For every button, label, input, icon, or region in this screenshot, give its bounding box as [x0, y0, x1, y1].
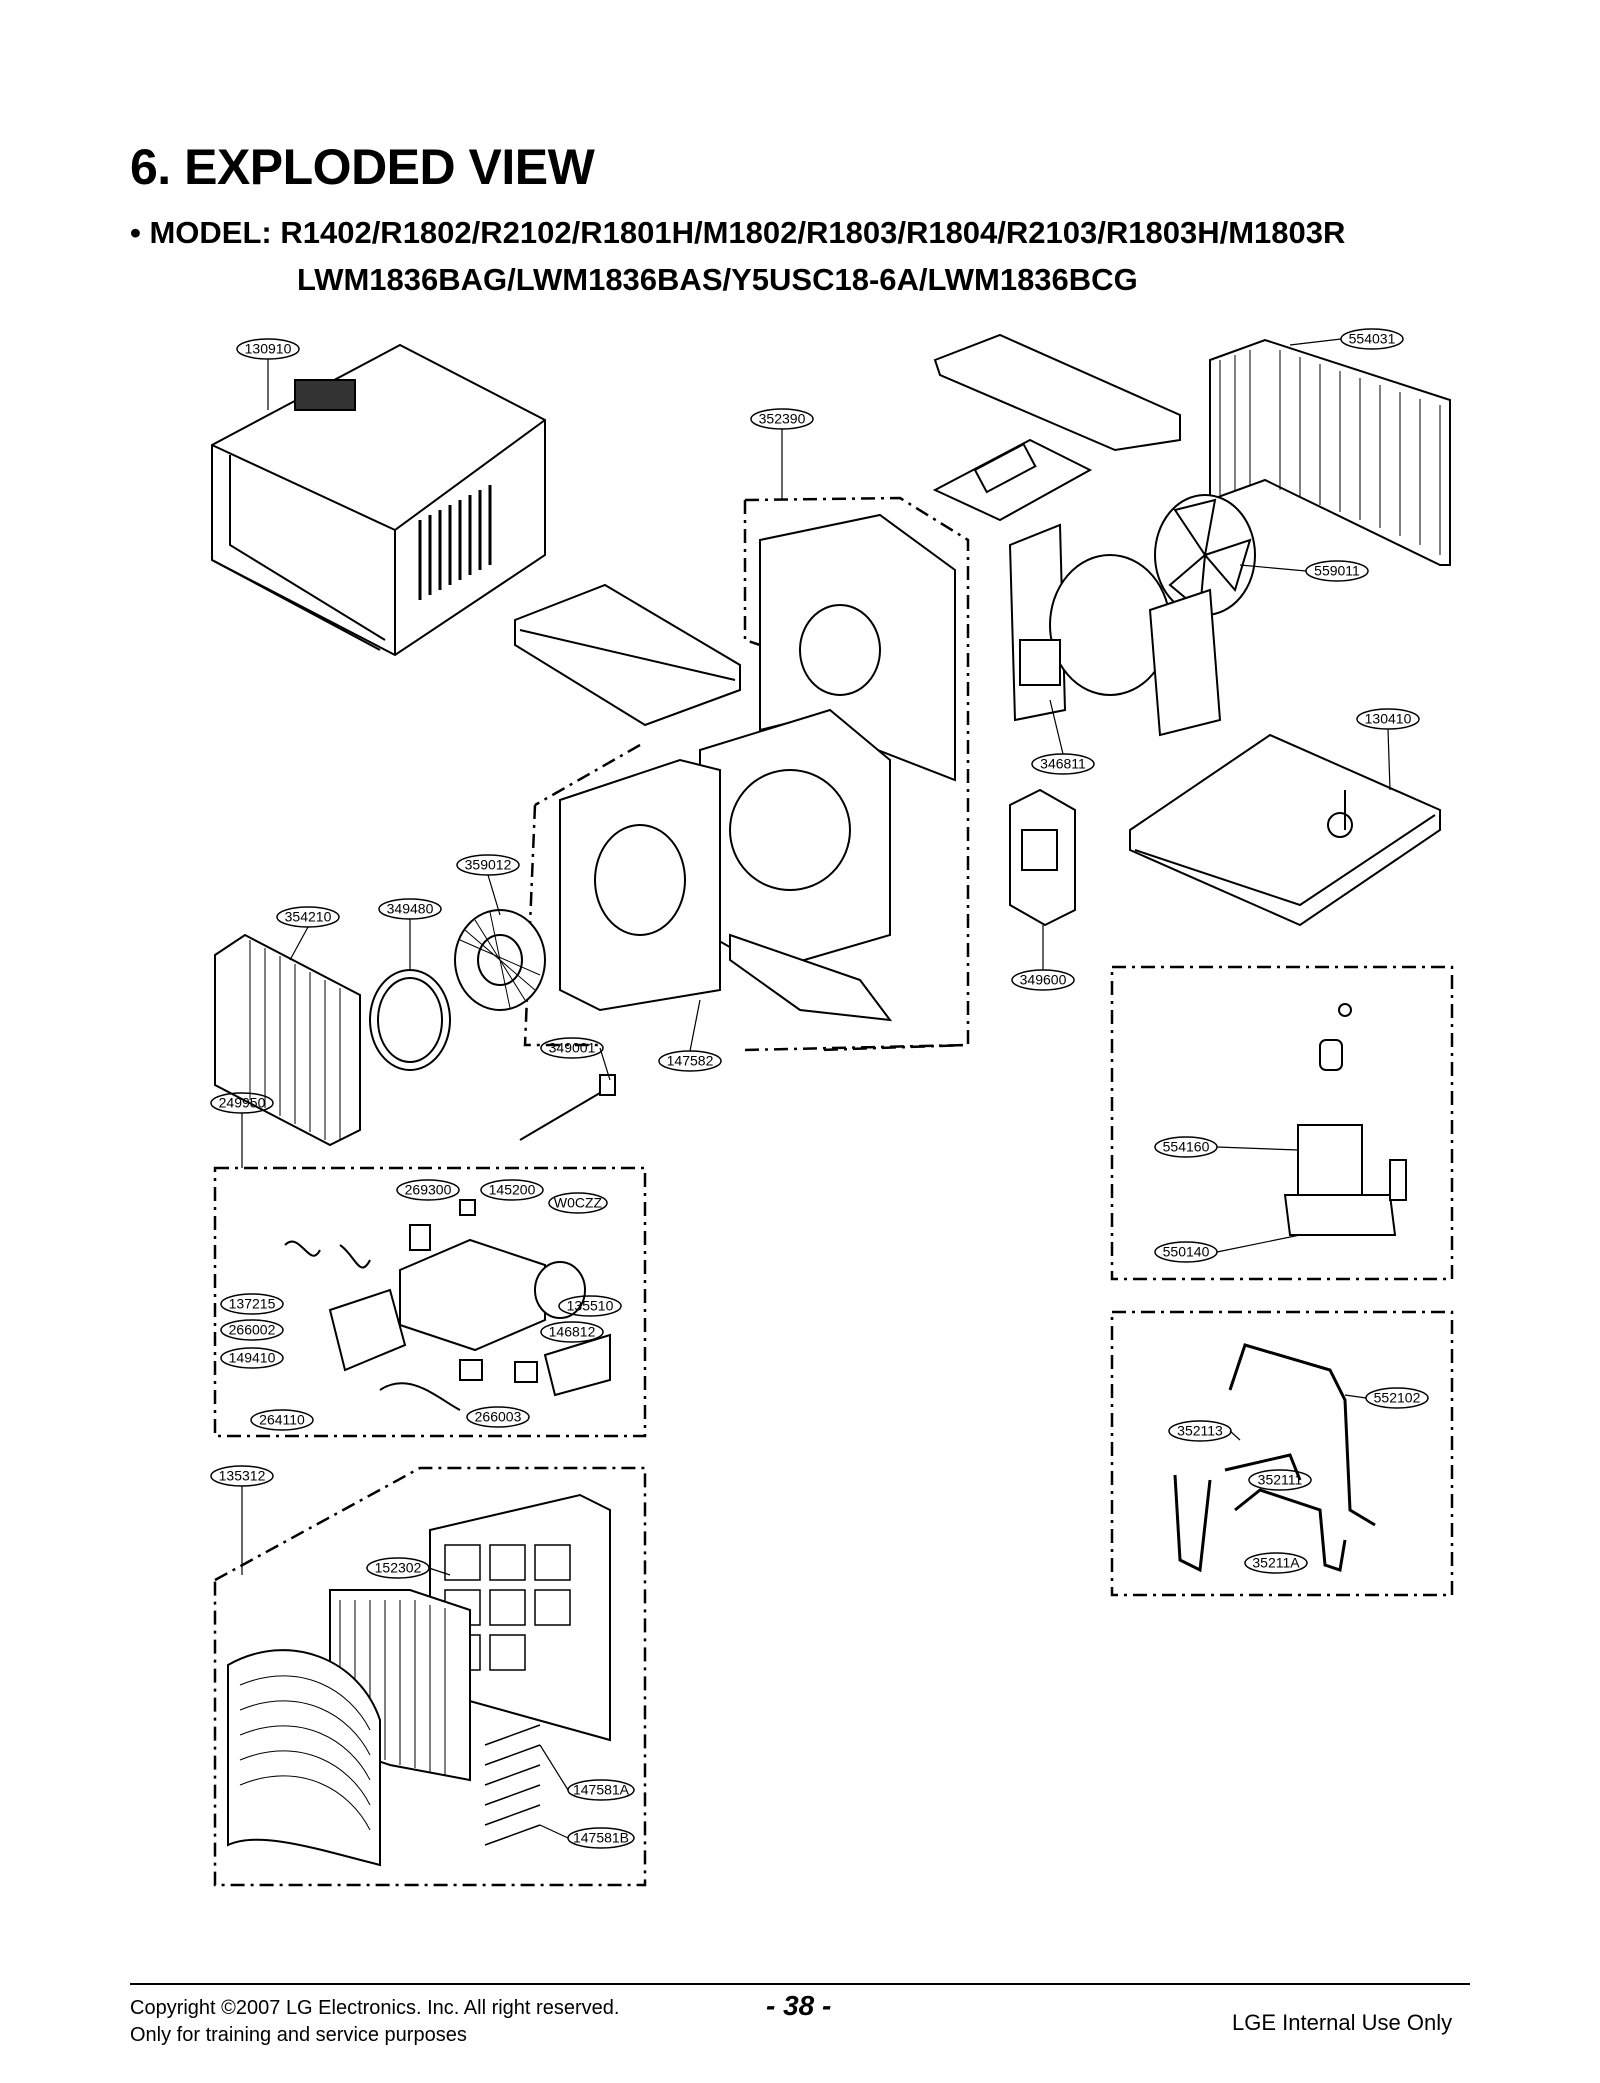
top-hood-drawing [932, 333, 1181, 522]
part-label-349600: 349600 [1020, 972, 1067, 988]
front-grille-drawing [227, 1493, 611, 1867]
part-label-137215: 137215 [229, 1296, 276, 1312]
control-box-outline [213, 1166, 647, 1438]
part-label-145200: 145200 [489, 1182, 536, 1198]
base-plate-drawing [514, 583, 741, 727]
part-label-354210: 354210 [285, 909, 332, 925]
thermistor-drawing [519, 1074, 616, 1141]
part-label-554031: 554031 [1349, 331, 1396, 347]
part-label-152302: 152302 [375, 1560, 422, 1576]
partition-drawing [559, 513, 956, 1022]
part-label-249950: 249950 [219, 1095, 266, 1111]
part-label-352390: 352390 [759, 411, 806, 427]
label-bubble [558, 1295, 622, 1317]
part-label-349001: 349001 [549, 1040, 596, 1056]
part-label-146812: 146812 [549, 1324, 596, 1340]
part-label-359012: 359012 [465, 857, 512, 873]
label-bubble [466, 1406, 530, 1428]
model-list-line-1: • MODEL: R1402/R1802/R2102/R1801H/M1802/… [130, 215, 1346, 250]
part-label-130910: 130910 [245, 341, 292, 357]
label-bubble [1168, 1420, 1232, 1442]
label-bubble [540, 1037, 604, 1059]
model-list-line-2: LWM1836BAG/LWM1836BAS/Y5USC18-6A/LWM1836… [297, 262, 1138, 297]
part-label-149410: 149410 [229, 1350, 276, 1366]
label-bubble [220, 1347, 284, 1369]
part-label-352111: 352111 [1258, 1472, 1303, 1488]
pipe-group-outline [1110, 1310, 1454, 1597]
part-label-264110: 264110 [259, 1412, 305, 1428]
part-label-35211a: 35211A [1252, 1555, 1300, 1571]
cabinet-drawing [211, 343, 546, 657]
footer-internal-use: LGE Internal Use Only [1232, 2010, 1453, 2035]
leader-lines [241, 338, 1391, 1839]
part-label-349480: 349480 [387, 901, 434, 917]
part-label-147582: 147582 [667, 1053, 714, 1069]
label-bubble [480, 1179, 544, 1201]
footer-divider [130, 1983, 1470, 1985]
footer-purpose: Only for training and service purposes [130, 2024, 467, 2046]
part-label-147581b: 147581B [573, 1830, 629, 1846]
label-bubble [548, 1192, 608, 1214]
control-components-drawing [284, 1199, 611, 1411]
part-label-w0czz: W0CZZ [554, 1195, 603, 1211]
footer-copyright: Copyright ©2007 LG Electronics. Inc. All… [130, 1997, 620, 2019]
label-bubble [396, 1179, 460, 1201]
part-label-550140: 550140 [1163, 1244, 1210, 1260]
evaporator-coil-drawing [214, 933, 361, 1147]
label-bubble [220, 1319, 284, 1341]
part-label-266003: 266003 [475, 1409, 522, 1425]
page-title: 6. EXPLODED VIEW [130, 139, 595, 195]
part-label-147581a: 147581A [573, 1782, 630, 1798]
label-bubble [1248, 1469, 1312, 1491]
page-number: - 38 - [766, 1990, 832, 2021]
part-label-130410: 130410 [1365, 711, 1412, 727]
part-label-552102: 552102 [1374, 1390, 1421, 1406]
part-label-135510: 135510 [567, 1298, 614, 1314]
label-bubble [540, 1321, 604, 1343]
base-pan-drawing [1129, 733, 1441, 927]
pipes-drawing [1173, 1343, 1376, 1573]
part-label-559011: 559011 [1314, 563, 1360, 579]
outdoor-fan-assembly-drawing [1008, 494, 1256, 737]
front-grille-group-outline [213, 1466, 647, 1887]
partition-group-outline [523, 496, 970, 1052]
label-bubble [220, 1293, 284, 1315]
part-label-346811: 346811 [1040, 756, 1086, 772]
part-label-266002: 266002 [229, 1322, 276, 1338]
part-label-135312: 135312 [219, 1468, 266, 1484]
condenser-coil-drawing [1209, 338, 1451, 566]
label-bubble [1244, 1552, 1308, 1574]
label-bubble [250, 1409, 314, 1431]
part-label-352113: 352113 [1177, 1423, 1223, 1439]
part-label-269300: 269300 [405, 1182, 452, 1198]
compressor-group-outline [1110, 965, 1454, 1281]
compressor-drawing [1283, 1003, 1407, 1236]
part-label-554160: 554160 [1163, 1139, 1210, 1155]
control-bracket-drawing [1009, 788, 1076, 927]
blower-wheel-drawing [369, 909, 546, 1071]
